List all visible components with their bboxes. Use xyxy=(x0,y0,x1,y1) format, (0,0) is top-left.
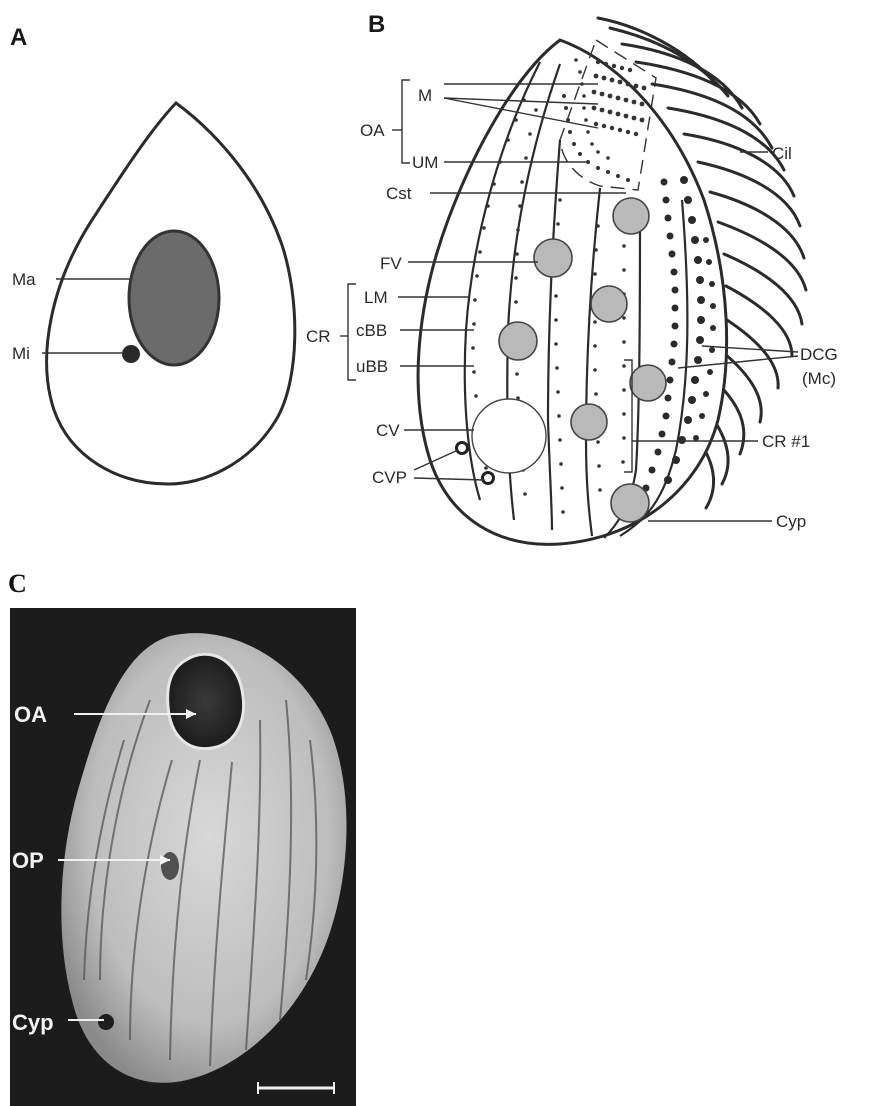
micrograph-oral-primordium xyxy=(161,852,179,880)
micrograph-label-cyp: Cyp xyxy=(12,1010,54,1035)
label-cbb: cBB xyxy=(356,321,387,340)
label-cil: Cil xyxy=(772,144,792,163)
food-vacuole xyxy=(499,322,537,360)
panel-b-letter: B xyxy=(368,11,385,38)
label-oa: OA xyxy=(360,121,385,140)
label-lm: LM xyxy=(364,288,388,307)
panel-a: A Ma Mi xyxy=(10,24,295,484)
panel-c: C OA OP Cyp xyxy=(8,569,356,1106)
cytoproct-vacuole xyxy=(611,484,649,522)
contractile-vacuole xyxy=(472,399,546,473)
micronucleus-label: Mi xyxy=(12,344,30,363)
label-ubb: uBB xyxy=(356,357,388,376)
micrograph-cytoproct xyxy=(98,1014,114,1030)
label-um: UM xyxy=(412,153,438,172)
label-cr: CR xyxy=(306,327,331,346)
label-cvp: CVP xyxy=(372,468,407,487)
panel-a-letter: A xyxy=(10,24,27,51)
label-cyp: Cyp xyxy=(776,512,806,531)
label-m: M xyxy=(418,86,432,105)
micrograph-oral-apparatus xyxy=(168,654,244,748)
cell-b-outline xyxy=(418,40,726,544)
label-cst: Cst xyxy=(386,184,412,203)
food-vacuole xyxy=(630,365,666,401)
oa-bracket xyxy=(402,80,410,163)
micronucleus xyxy=(122,345,140,363)
macronucleus xyxy=(129,231,219,365)
cr-bracket xyxy=(348,284,356,380)
food-vacuole xyxy=(591,286,627,322)
panel-c-letter: C xyxy=(8,569,27,598)
macronucleus-label: Ma xyxy=(12,270,36,289)
label-fv: FV xyxy=(380,254,402,273)
micrograph-label-op: OP xyxy=(12,848,44,873)
label-dcg: DCG xyxy=(800,345,838,364)
label-mc: (Mc) xyxy=(802,369,836,388)
micrograph-label-oa: OA xyxy=(14,702,47,727)
label-cr1: CR #1 xyxy=(762,432,810,451)
label-cv: CV xyxy=(376,421,400,440)
food-vacuole xyxy=(571,404,607,440)
food-vacuole xyxy=(534,239,572,277)
panel-b: B xyxy=(306,11,838,544)
food-vacuole xyxy=(613,198,649,234)
